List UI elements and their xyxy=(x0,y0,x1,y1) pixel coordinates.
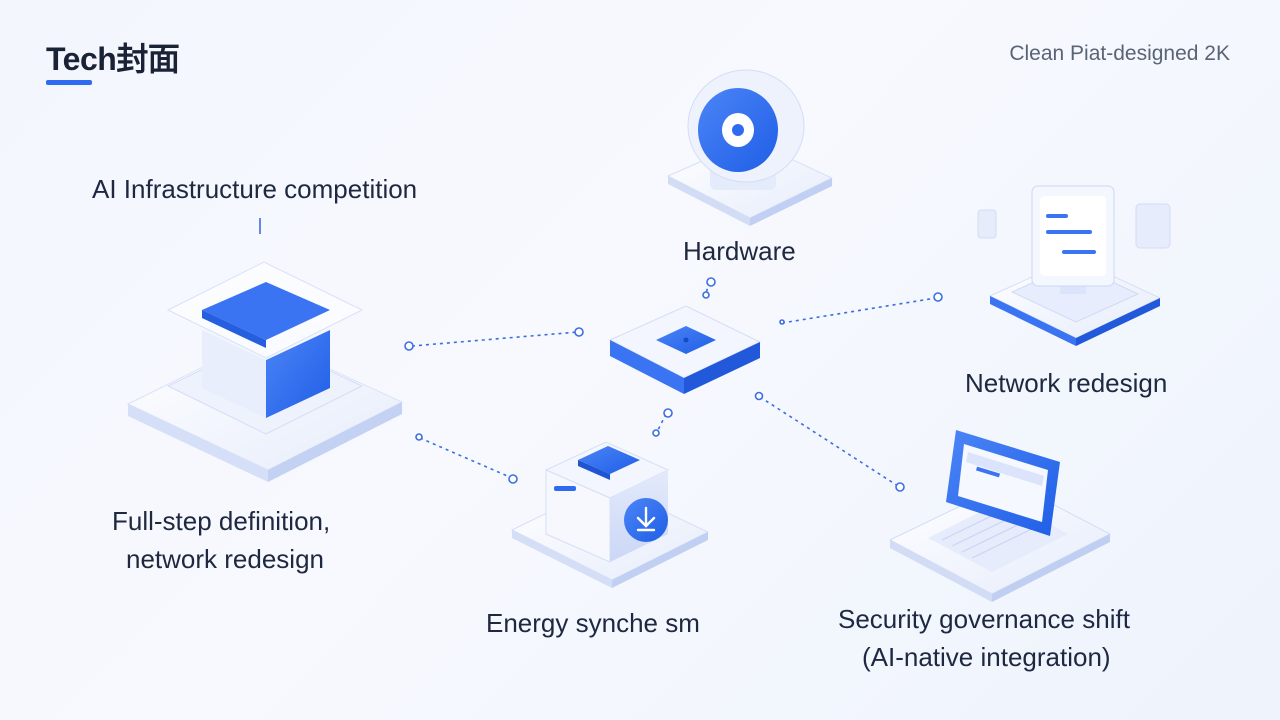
node-label-full-step-line1: Full-step definition, xyxy=(112,506,331,536)
energy-box-icon xyxy=(510,441,710,588)
connector-infra-hub xyxy=(411,331,579,347)
node-label-ai-infrastructure: AI Infrastructure competition xyxy=(92,174,418,204)
title-underline xyxy=(46,80,92,85)
node-label-energy: Energy synche sm xyxy=(486,608,700,638)
connector-nodes xyxy=(404,277,943,492)
laptop-icon xyxy=(888,430,1112,602)
node-label-hardware: Hardware xyxy=(683,236,796,266)
node-label-security-line2: (AI-native integration) xyxy=(862,642,1111,672)
stacked-cube-icon xyxy=(126,261,404,482)
connector-infra-energy xyxy=(419,437,513,479)
hardware-disc-icon xyxy=(666,69,834,226)
monitor-icon xyxy=(977,185,1171,346)
page-title: Tech封面 xyxy=(46,41,180,77)
connector-hub-security xyxy=(759,396,899,487)
hub-chip-icon xyxy=(608,305,762,394)
node-label-full-step-line2: network redesign xyxy=(126,544,324,574)
node-label-network-redesign: Network redesign xyxy=(965,368,1168,398)
tagline: Clean Piat-designed 2K xyxy=(1009,42,1230,65)
connector-hub-energy xyxy=(656,413,667,433)
connector-hub-network xyxy=(781,297,937,324)
node-label-security-line1: Security governance shift xyxy=(838,604,1130,634)
